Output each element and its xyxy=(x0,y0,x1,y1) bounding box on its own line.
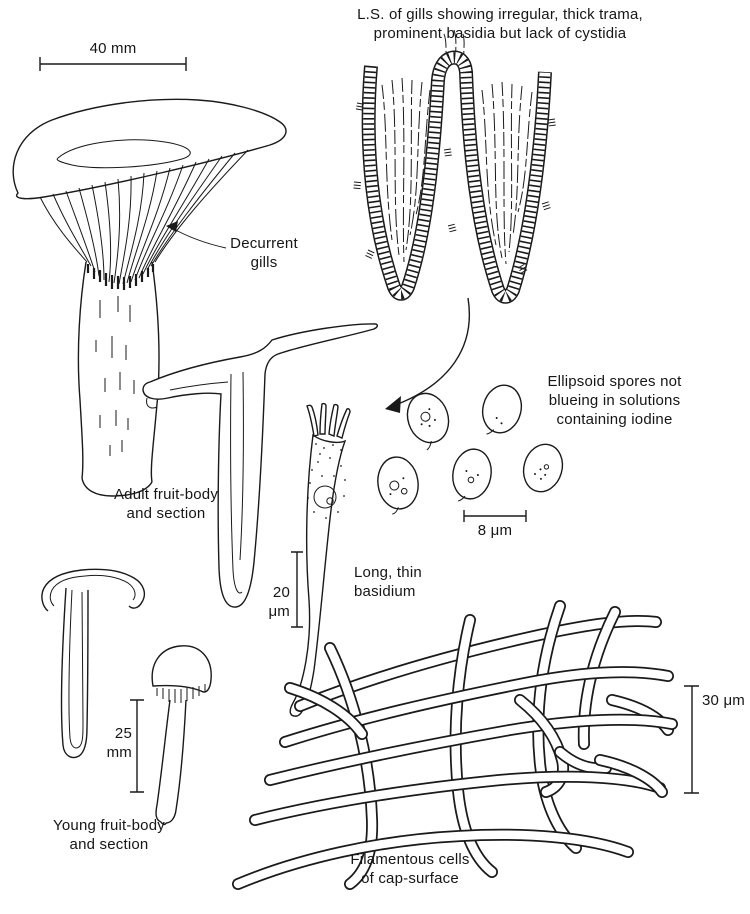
gill-attachment-marks xyxy=(86,264,155,290)
hyphae-scale-bar xyxy=(684,685,699,794)
spore-scale-bar xyxy=(463,510,527,522)
hyphae-scale-label: 30 μm xyxy=(702,692,745,709)
sterigmata xyxy=(306,402,351,439)
spore xyxy=(481,384,523,435)
cap-scale-label: 40 mm xyxy=(89,40,137,57)
stem-base xyxy=(81,477,153,497)
basidium-vacuole xyxy=(313,485,337,509)
spore xyxy=(522,443,564,493)
spore-scale-label: 8 μm xyxy=(477,522,513,539)
trama-lines xyxy=(381,29,533,265)
young-fruit-body-drawing xyxy=(151,645,212,826)
basidia-marks xyxy=(353,102,556,274)
young-section-drawing xyxy=(41,568,146,759)
gill-section-drawing xyxy=(353,29,556,304)
young-scale-bar xyxy=(130,699,144,793)
spore xyxy=(377,456,419,515)
basidium-scale-label: 20 μm xyxy=(268,584,290,621)
young-fruit-body-caption: Young fruit-body and section xyxy=(53,817,165,854)
cap-scale-bar xyxy=(39,57,187,71)
cap-outline xyxy=(12,98,287,200)
basidium-scale-bar xyxy=(291,551,303,628)
young-gills xyxy=(156,684,206,703)
spore xyxy=(406,392,450,451)
spore xyxy=(452,448,492,502)
decurrent-gills-label: Decurrent gills xyxy=(230,235,298,272)
section-to-basidium-arrow xyxy=(385,297,470,413)
hyphae-caption: Filamentous cells of cap-surface xyxy=(350,851,470,888)
spores-drawing xyxy=(377,384,564,515)
young-scale-label: 25 mm xyxy=(106,725,132,762)
gill-section-caption: L.S. of gills showing irregular, thick t… xyxy=(357,6,643,43)
cap-inner-line xyxy=(56,139,191,169)
hyphae-drawing xyxy=(232,600,678,890)
basidium-stipple xyxy=(307,443,346,519)
adult-fruit-body-drawing xyxy=(12,98,287,497)
hymenium-band xyxy=(361,50,552,304)
basidium-caption: Long, thin basidium xyxy=(354,564,422,601)
adult-fruit-body-caption: Adult fruit-body and section xyxy=(113,486,219,523)
stem-left-edge xyxy=(77,261,87,479)
stem-right-edge xyxy=(150,261,160,483)
gill-fan xyxy=(39,149,249,285)
stem-fibrils xyxy=(95,296,135,456)
adult-section-drawing xyxy=(142,323,378,608)
decurrent-gills-pointer xyxy=(166,221,227,249)
spores-caption: Ellipsoid spores not blueing in solution… xyxy=(547,373,682,429)
